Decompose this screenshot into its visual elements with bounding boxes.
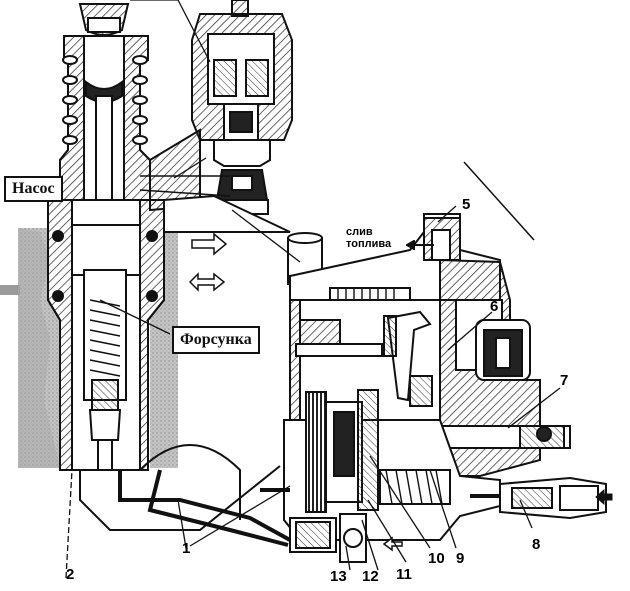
- arrow-left-icon: [595, 488, 613, 506]
- drain-label-line1: слив: [346, 226, 373, 238]
- injector-label: Форсунка: [172, 326, 260, 354]
- callout-1: 1: [182, 540, 191, 557]
- pump-label: Насос: [4, 176, 63, 202]
- pump-injector-unit: [47, 3, 165, 471]
- callout-5: 5: [462, 196, 471, 213]
- callout-13: 13: [330, 568, 347, 585]
- drain-arrow-icon: [406, 240, 434, 250]
- callout-10: 10: [428, 550, 445, 567]
- drain-label: слив топлива: [346, 226, 391, 250]
- flow-arrows: [188, 232, 228, 292]
- callout-12: 12: [362, 568, 379, 585]
- callout-8: 8: [532, 536, 541, 553]
- callout-2: 2: [66, 566, 75, 583]
- callout-11: 11: [396, 566, 412, 583]
- pump-housing-bridge: [139, 128, 291, 233]
- drain-label-line2: топлива: [346, 238, 392, 250]
- distributor-pump-assembly: [79, 161, 607, 563]
- callout-6: 6: [490, 298, 499, 315]
- pump-spring: [62, 55, 148, 145]
- solenoid-valve: [191, 0, 293, 215]
- callout-7: 7: [560, 372, 569, 389]
- callout-9: 9: [456, 550, 465, 567]
- callout-leaders: [65, 0, 561, 579]
- fuel-lines: [118, 469, 500, 547]
- arrow-left-right-icon: [188, 272, 226, 292]
- arrow-right-icon: [191, 232, 228, 256]
